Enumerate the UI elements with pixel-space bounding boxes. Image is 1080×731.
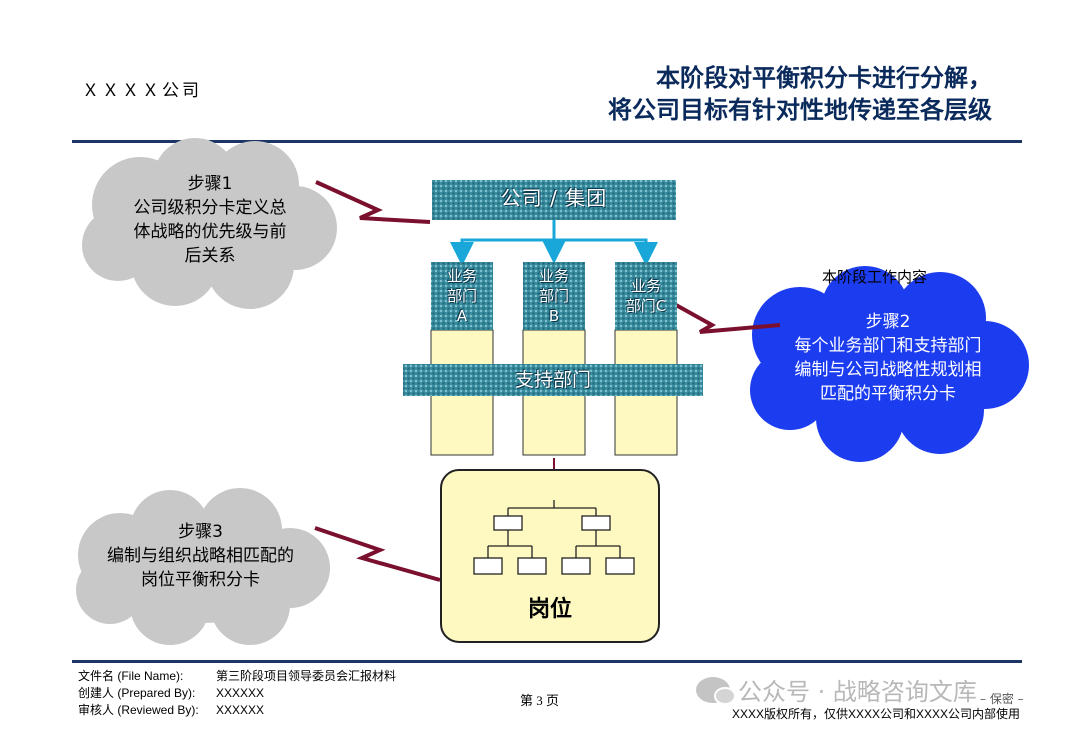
header-divider (72, 140, 1022, 143)
company-name: ＸＸＸＸ公司 (82, 81, 202, 101)
org-chart-icon (473, 500, 635, 575)
support-department-label: 支持部门 (514, 369, 591, 391)
step-1-line-1: 公司级积分卡定义总 (133, 198, 287, 218)
step-1-line-2: 体战略的优先级与前 (133, 222, 287, 242)
step-3-title: 步骤3 (178, 522, 223, 542)
page-title: 本阶段对平衡积分卡进行分解， 将公司目标有针对性地传递至各层级 (608, 62, 992, 126)
step-1-line-3: 后关系 (184, 246, 236, 266)
lightning-step-1 (315, 180, 431, 224)
department-c-label: 业务 部门C (615, 276, 677, 316)
reviewed-by-label: 审核人 (Reviewed By): (78, 703, 199, 717)
department-b-line-1: 业务 (538, 267, 569, 285)
step-3-line-1: 编制与组织战略相匹配的 (107, 546, 294, 566)
lightning-step-3 (314, 526, 441, 582)
copyright-text: XXXX版权所有，仅供XXXX公司和XXXX公司内部使用 (732, 707, 1021, 721)
step-2-line-2: 编制与公司战略性规划相 (794, 360, 982, 380)
step-2-line-3: 匹配的平衡积分卡 (820, 384, 956, 404)
department-c-line-1: 业务 (630, 277, 661, 295)
prepared-by-label: 创建人 (Prepared By): (78, 686, 196, 700)
lightning-step-2 (675, 303, 781, 334)
support-department-bar (403, 364, 703, 396)
department-a-line-1: 业务 (446, 267, 477, 285)
department-b-label: 业务 部门 B (523, 266, 585, 326)
cloud-step-1 (82, 138, 337, 309)
position-box (440, 469, 660, 643)
confidential-label: – 保密 – (980, 692, 1024, 706)
step-3-text: 步骤3 编制与组织战略相匹配的 岗位平衡积分卡 (78, 520, 323, 592)
step-2-text: 步骤2 每个业务部门和支持部门 编制与公司战略性规划相 匹配的平衡积分卡 (768, 310, 1008, 406)
footer-divider (72, 660, 1022, 663)
current-stage-label: 本阶段工作内容 (822, 268, 928, 286)
reviewed-by-value: XXXXXX (216, 703, 265, 717)
step-2-line-1: 每个业务部门和支持部门 (794, 336, 982, 356)
wechat-icon (696, 676, 736, 705)
position-label: 岗位 (527, 597, 572, 622)
connector-company-to-departments (450, 220, 658, 266)
department-a-line-2: 部门 (446, 287, 477, 305)
cloud-step-3 (76, 488, 330, 645)
cloud-step-2 (750, 266, 1029, 462)
company-group-label: 公司 / 集团 (500, 186, 608, 210)
department-a-line-3: A (456, 307, 468, 325)
title-line-1: 本阶段对平衡积分卡进行分解， (656, 64, 992, 92)
step-1-title: 步骤1 (187, 174, 233, 194)
department-b-line-3: B (548, 307, 560, 325)
footer-labels: 文件名 (File Name): 创建人 (Prepared By): 审核人 … (78, 668, 199, 719)
department-a-label: 业务 部门 A (431, 266, 493, 326)
prepared-by-value: XXXXXX (216, 686, 265, 700)
watermark-text: 公众号 · 战略咨询文库 (738, 678, 977, 706)
footer-values: 第三阶段项目领导委员会汇报材料 XXXXXX XXXXXX (216, 668, 396, 719)
company-group-box (432, 180, 676, 220)
step-3-line-2: 岗位平衡积分卡 (141, 570, 260, 590)
department-c-line-2: 部门C (625, 297, 667, 315)
file-name-label: 文件名 (File Name): (78, 669, 184, 683)
title-line-2: 将公司目标有针对性地传递至各层级 (608, 96, 992, 124)
department-b-line-2: 部门 (538, 287, 569, 305)
page-number: 第 3 页 (520, 693, 560, 708)
watermark: 公众号 · 战略咨询文库 (696, 672, 977, 707)
step-2-title: 步骤2 (865, 312, 911, 332)
file-name-value: 第三阶段项目领导委员会汇报材料 (216, 669, 397, 683)
step-1-text: 步骤1 公司级积分卡定义总 体战略的优先级与前 后关系 (100, 172, 320, 268)
